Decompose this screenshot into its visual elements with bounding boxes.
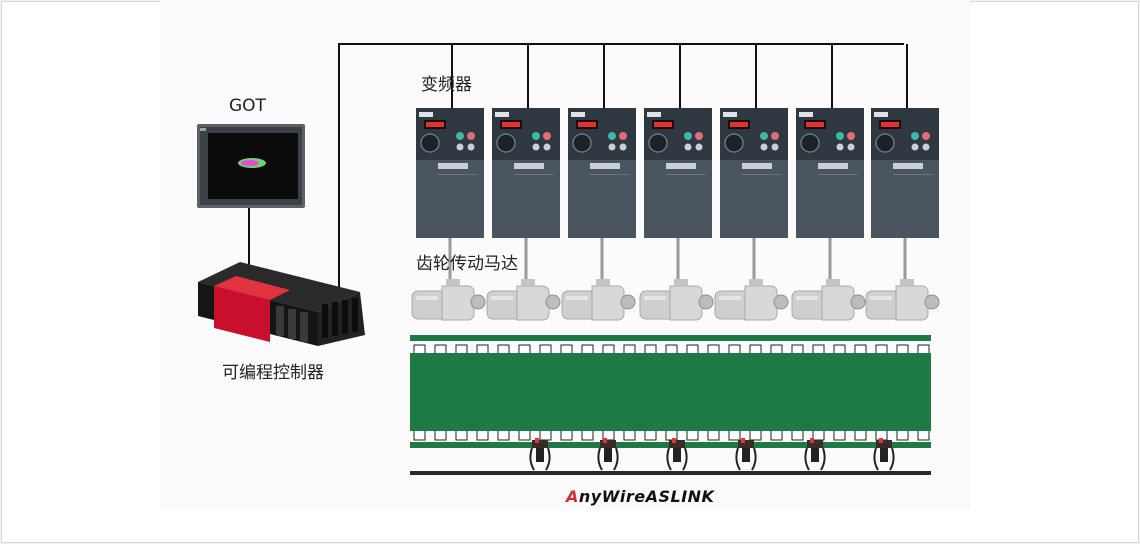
plc-bus-cable (338, 43, 904, 290)
gear-motor (486, 279, 561, 321)
brand-rest: nyWireASLINK (578, 487, 715, 506)
sensor (666, 438, 688, 471)
gear-motor (561, 279, 636, 321)
roller (791, 429, 804, 441)
inverter (492, 108, 560, 238)
inverter-row (416, 108, 939, 238)
roller (413, 429, 426, 441)
roller (917, 429, 930, 441)
got-label: GOT (229, 96, 266, 116)
gear-motor (639, 279, 714, 321)
roller (707, 429, 720, 441)
sensor (735, 438, 757, 471)
inverter (568, 108, 636, 238)
inverter-drop-lines (451, 44, 908, 108)
inverter-label: 变频器 (421, 75, 472, 95)
brand-first-letter: A (566, 487, 579, 506)
roller (749, 429, 762, 441)
motor-shafts (448, 238, 907, 285)
gear-motor-label: 齿轮传动马达 (416, 254, 518, 274)
gear-motor (714, 279, 789, 321)
roller (434, 429, 447, 441)
sensor (873, 438, 895, 471)
roller (854, 429, 867, 441)
roller (539, 429, 552, 441)
sensor (597, 438, 619, 471)
sensor-row (529, 438, 895, 471)
roller (896, 429, 909, 441)
roller (812, 429, 825, 441)
inverter (416, 108, 484, 238)
inverter (871, 108, 939, 238)
roller (770, 429, 783, 441)
roller (686, 429, 699, 441)
inverter (720, 108, 788, 238)
roller (497, 429, 510, 441)
gear-motor (791, 279, 866, 321)
roller (518, 429, 531, 441)
conveyor (410, 335, 931, 475)
roller (455, 429, 468, 441)
inverter (644, 108, 712, 238)
plc-unit (198, 262, 365, 346)
roller (644, 429, 657, 441)
sensor (529, 438, 551, 471)
roller (728, 429, 741, 441)
sensor (804, 438, 826, 471)
plc-label: 可编程控制器 (222, 363, 324, 383)
got-monitor (197, 124, 305, 208)
roller (833, 429, 846, 441)
roller (623, 429, 636, 441)
roller (581, 429, 594, 441)
anywire-aslink-logo: AnyWireASLINK (566, 487, 714, 506)
inverter (796, 108, 864, 238)
roller (476, 429, 489, 441)
gear-motor (411, 279, 486, 321)
gear-motor (865, 279, 940, 321)
gear-motor-row (411, 279, 940, 321)
roller (560, 429, 573, 441)
